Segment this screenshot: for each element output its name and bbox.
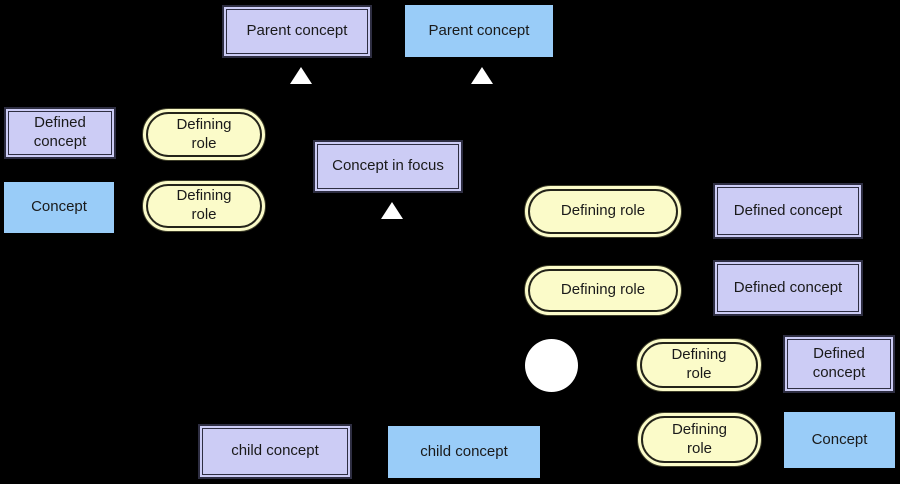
right-defining-role-1-stadium: Defining role (524, 185, 682, 238)
isa-triangle-icon (471, 67, 493, 84)
left-defining-role-2-inner: Defining role (146, 184, 262, 228)
child-primitive-concept-label: child concept (420, 442, 508, 460)
parent-defined-concept-box: Parent concept (222, 5, 372, 58)
isa-triangle-icon (381, 202, 403, 219)
right-defining-role-4-inner: Defining role (641, 416, 758, 463)
right-defining-role-1-label: Defining role (560, 202, 646, 220)
right-primitive-concept-label: Concept (811, 430, 868, 448)
left-primitive-concept-box: Concept (4, 182, 114, 233)
right-defined-concept-1-label: Defined concept (733, 201, 843, 219)
left-primitive-concept-label: Concept (31, 198, 87, 216)
left-defined-concept-box: Defined concept (4, 107, 116, 159)
left-defined-concept-label: Defined concept (33, 114, 87, 150)
right-primitive-concept-box: Concept (784, 412, 895, 468)
left-defining-role-2-stadium: Defining role (142, 180, 266, 232)
right-defined-concept-2-inner: Defined concept (717, 264, 859, 312)
concept-in-focus-box: Concept in focus (313, 140, 463, 193)
left-defined-concept-inner: Defined concept (8, 111, 112, 155)
parent-primitive-concept-box: Parent concept (405, 5, 553, 57)
right-defining-role-2-stadium: Defining role (524, 265, 682, 316)
right-defining-role-2-label: Defining role (560, 281, 646, 299)
right-defining-role-1-inner: Defining role (528, 189, 678, 234)
child-defined-concept-inner: child concept (202, 428, 348, 475)
right-defined-concept-2-label: Defined concept (733, 278, 843, 296)
right-defining-role-3-label: Defining role (671, 346, 727, 382)
left-defining-role-1-inner: Defining role (146, 112, 262, 157)
right-defined-concept-3-inner: Defined concept (787, 339, 891, 389)
left-defining-role-1-label: Defining role (176, 115, 232, 152)
right-defined-concept-2-box: Defined concept (713, 260, 863, 316)
conjunction-circle-icon (525, 339, 578, 392)
right-defining-role-3-inner: Defining role (640, 342, 758, 388)
left-defining-role-1-stadium: Defining role (142, 108, 266, 161)
right-defined-concept-3-box: Defined concept (783, 335, 895, 393)
child-defined-concept-label: child concept (231, 442, 319, 460)
right-defining-role-3-stadium: Defining role (636, 338, 762, 392)
isa-triangle-icon (290, 67, 312, 84)
right-defining-role-4-stadium: Defining role (637, 412, 762, 467)
parent-primitive-concept-label: Parent concept (428, 21, 530, 39)
right-defined-concept-1-inner: Defined concept (717, 187, 859, 235)
concept-in-focus-label: Concept in focus (332, 157, 444, 175)
parent-defined-concept-inner: Parent concept (226, 9, 368, 54)
left-defining-role-2-label: Defining role (176, 187, 232, 223)
child-defined-concept-box: child concept (198, 424, 352, 479)
child-primitive-concept-box: child concept (388, 426, 540, 478)
right-defined-concept-3-label: Defined concept (812, 345, 866, 381)
right-defining-role-2-inner: Defining role (528, 269, 678, 312)
concept-in-focus-inner: Concept in focus (317, 144, 459, 189)
parent-defined-concept-label: Parent concept (246, 22, 348, 40)
right-defining-role-4-label: Defining role (671, 420, 728, 457)
right-defined-concept-1-box: Defined concept (713, 183, 863, 239)
